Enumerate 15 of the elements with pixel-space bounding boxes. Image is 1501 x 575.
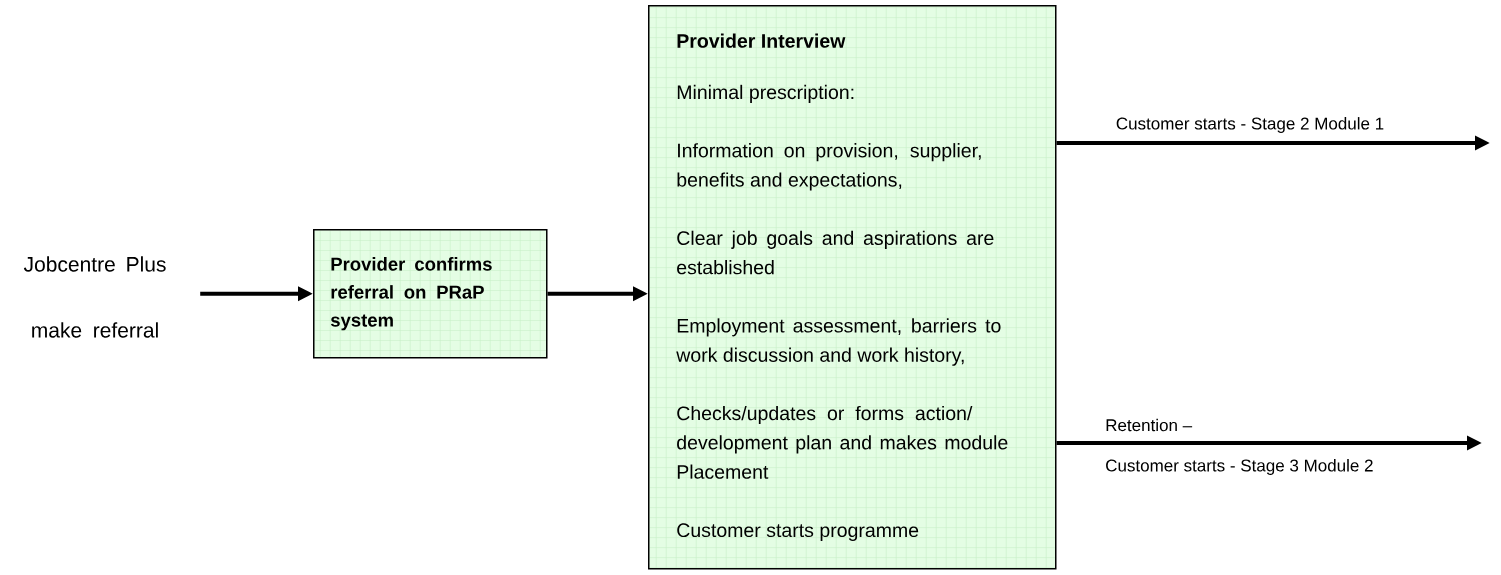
box-text: Customer starts programme <box>677 523 919 541</box>
box-text: Information on provision, supplier, benefits and expectations, <box>677 143 981 191</box>
box-text: Employment assessment, barriers to work discussion and work history, <box>676 318 1001 366</box>
box-heading: Provider Interview <box>677 33 846 48</box>
box-text: Clear job goals and aspirations are established <box>677 230 994 275</box>
source-text: make referral <box>32 322 158 338</box>
box-text: Minimal prescription: <box>677 84 854 103</box>
flow-note: Customer starts - Stage 3 Module 2 <box>1106 459 1373 475</box>
edge-label: Customer starts - Stage 2 Module 1 <box>1116 117 1384 133</box>
source-text: Jobcentre Plus <box>23 256 166 272</box>
process-box <box>313 229 548 359</box>
box-text: Checks/updates or forms action/ development plan and makes module Placement <box>677 405 1008 479</box>
box-text: Provider confirms referral on PRaP system <box>330 257 492 331</box>
edge-label: Retention – <box>1106 418 1193 432</box>
process-box <box>648 5 1057 570</box>
